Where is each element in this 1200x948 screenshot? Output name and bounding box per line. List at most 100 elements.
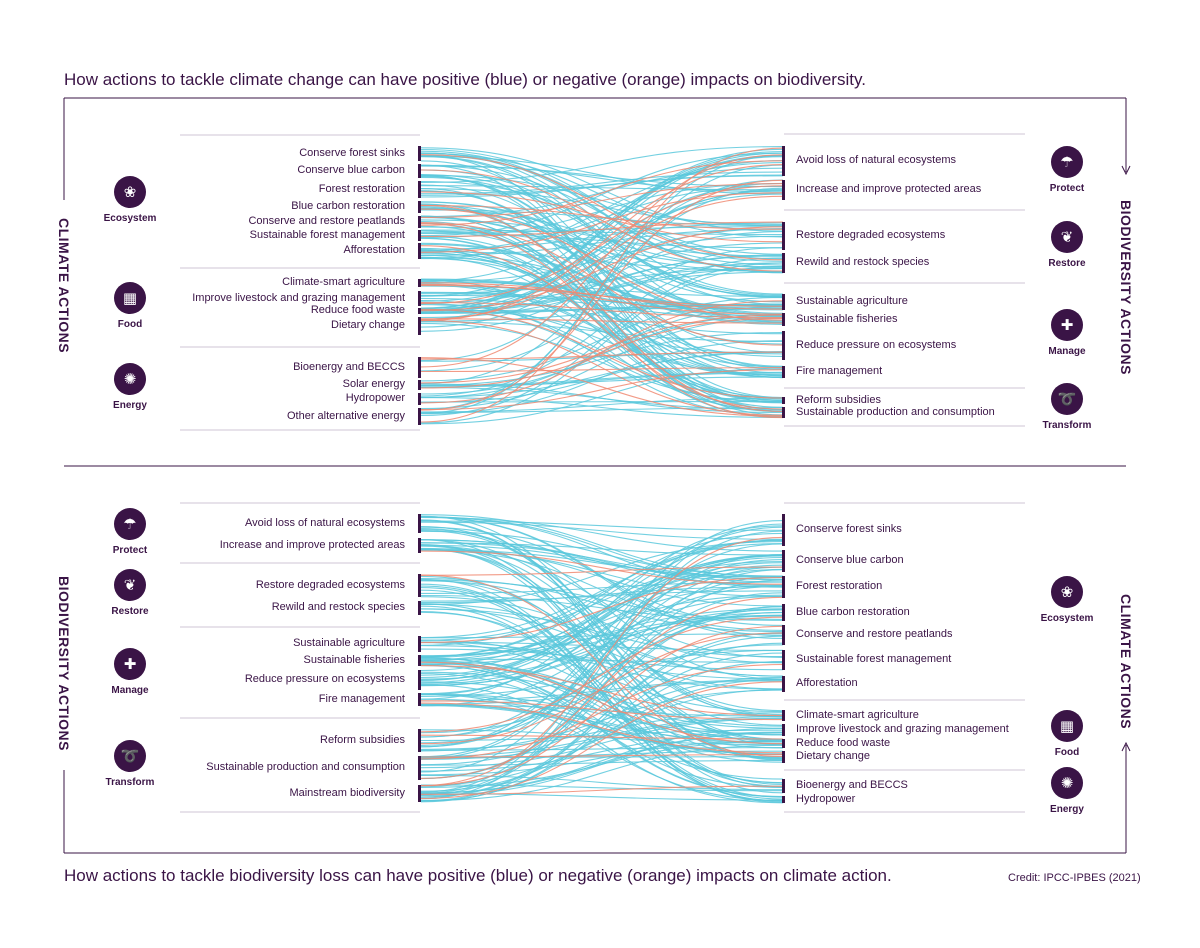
bottom-left-node-bar bbox=[418, 655, 421, 666]
bottom-left-node-bar bbox=[418, 601, 421, 615]
top-flows bbox=[420, 146, 784, 425]
restore-icon: ❦ bbox=[114, 569, 146, 601]
top-positive-flow bbox=[420, 229, 784, 236]
top-left-node-label-other-alternative-energy: Other alternative energy bbox=[286, 409, 405, 422]
bottom-right-node-label-conserve-and-restore-peatlands: Conserve and restore peatlands bbox=[796, 628, 953, 640]
bottom-positive-flow bbox=[420, 672, 784, 789]
bottom-right-node-label-improve-livestock-and-grazing-management: Improve livestock and grazing management bbox=[796, 723, 1009, 735]
category-label: Food bbox=[1054, 747, 1080, 758]
top-right-node-bar bbox=[782, 397, 785, 404]
ecosystem-icon: ❀ bbox=[114, 176, 146, 208]
top-negative-flow bbox=[420, 221, 784, 238]
category-food: ▦Food bbox=[90, 282, 170, 330]
top-negative-flow bbox=[420, 179, 784, 411]
top-positive-flow bbox=[420, 235, 784, 377]
top-right-node-bar bbox=[782, 253, 785, 273]
bottom-right-node-label-dietary-change: Dietary change bbox=[796, 750, 870, 762]
top-positive-flow bbox=[420, 156, 784, 323]
top-left-node-bar bbox=[418, 291, 421, 306]
top-left-node-label-climate-smart-agriculture: Climate-smart agriculture bbox=[282, 276, 405, 288]
top-positive-flow bbox=[420, 331, 784, 386]
category-label: Restore bbox=[111, 606, 149, 617]
energy-icon: ✺ bbox=[1051, 767, 1083, 799]
bottom-negative-flow bbox=[420, 663, 784, 760]
top-left-node-label-forest-restoration: Forest restoration bbox=[318, 182, 405, 195]
bottom-positive-flow bbox=[420, 612, 784, 680]
top-negative-flow bbox=[420, 245, 784, 410]
bottom-right-node-bar bbox=[782, 724, 785, 736]
bottom-left-node-label-reduce-pressure-on-ecosystems: Reduce pressure on ecosystems bbox=[244, 673, 405, 685]
category-protect: ☂Protect bbox=[90, 508, 170, 556]
top-left-node-label-improve-livestock-and-grazing-management: Improve livestock and grazing management bbox=[192, 291, 405, 304]
top-positive-flow bbox=[420, 174, 784, 404]
bottom-negative-flow bbox=[420, 550, 784, 585]
bottom-negative-flow bbox=[420, 616, 784, 733]
bottom-positive-flow bbox=[420, 718, 784, 769]
transform-icon: ➰ bbox=[114, 740, 146, 772]
bottom-right-node-bar bbox=[782, 576, 785, 598]
bottom-positive-flow bbox=[420, 539, 784, 712]
bottom-positive-flow bbox=[420, 608, 784, 661]
top-negative-flow bbox=[420, 169, 784, 272]
bottom-left-node-bar bbox=[418, 670, 421, 690]
top-positive-flow bbox=[420, 152, 784, 238]
bottom-right-node-bar bbox=[782, 796, 785, 803]
bottom-left-node-label-fire-management: Fire management bbox=[318, 692, 405, 705]
bottom-negative-flow bbox=[420, 702, 784, 754]
protect-icon: ☂ bbox=[1051, 146, 1083, 178]
protect-icon: ☂ bbox=[114, 508, 146, 540]
bottom-right-node-bar bbox=[782, 604, 785, 621]
category-label: Restore bbox=[1048, 258, 1086, 269]
top-positive-flow bbox=[420, 154, 784, 411]
top-left-node-bar bbox=[418, 243, 421, 259]
category-transform: ➰Transform bbox=[1027, 383, 1107, 431]
top-positive-flow bbox=[420, 304, 784, 376]
category-label: Protect bbox=[1049, 183, 1085, 194]
bottom-positive-flow bbox=[420, 579, 784, 726]
bottom-positive-flow bbox=[420, 516, 784, 639]
top-positive-flow bbox=[420, 231, 784, 332]
transform-icon: ➰ bbox=[1051, 383, 1083, 415]
category-restore: ❦Restore bbox=[1027, 221, 1107, 269]
bottom-positive-flow bbox=[420, 727, 784, 794]
top-positive-flow bbox=[420, 152, 784, 237]
top-positive-flow bbox=[420, 232, 784, 249]
top-positive-flow bbox=[420, 242, 784, 304]
bottom-right-node-label-conserve-blue-carbon: Conserve blue carbon bbox=[796, 554, 904, 566]
category-label: Ecosystem bbox=[1040, 613, 1094, 624]
bottom-positive-flow bbox=[420, 608, 784, 690]
bottom-negative-flow bbox=[420, 566, 784, 576]
top-left-node-bar bbox=[418, 380, 421, 390]
bottom-positive-flow bbox=[420, 530, 784, 577]
top-right-node-label-reform-subsidies: Reform subsidies bbox=[796, 393, 881, 406]
top-right-node-bar bbox=[782, 294, 785, 310]
top-positive-flow bbox=[420, 308, 784, 355]
top-negative-flow bbox=[420, 204, 784, 230]
top-left-node-bar bbox=[418, 164, 421, 178]
top-negative-flow bbox=[420, 357, 784, 417]
top-negative-flow bbox=[420, 226, 784, 312]
bottom-negative-flow bbox=[420, 536, 784, 787]
bottom-right-node-bar bbox=[782, 650, 785, 670]
bottom-right-node-bar bbox=[782, 625, 785, 645]
top-left-node-bar bbox=[418, 393, 421, 405]
top-positive-flow bbox=[420, 351, 784, 398]
top-negative-flow bbox=[420, 351, 784, 360]
category-label: Food bbox=[117, 319, 143, 330]
bottom-left-node-bar bbox=[418, 514, 421, 533]
ecosystem-icon: ❀ bbox=[1051, 576, 1083, 608]
bottom-left-node-bar bbox=[418, 785, 421, 802]
top-caption: How actions to tackle climate change can… bbox=[64, 70, 866, 89]
bottom-right-node-bar bbox=[782, 779, 785, 793]
top-left-node-bar bbox=[418, 308, 421, 314]
bottom-positive-flow bbox=[420, 542, 784, 556]
top-positive-flow bbox=[420, 397, 784, 413]
top-right-node-label-sustainable-production-and-consumption: Sustainable production and consumption bbox=[796, 405, 995, 418]
bottom-positive-flow bbox=[420, 608, 784, 658]
bottom-left-node-label-rewild-and-restock-species: Rewild and restock species bbox=[271, 601, 405, 613]
bottom-positive-flow bbox=[420, 544, 784, 580]
top-left-node-label-bioenergy-and-beccs: Bioenergy and BECCS bbox=[293, 360, 405, 373]
bottom-negative-flow bbox=[420, 661, 784, 745]
category-energy: ✺Energy bbox=[90, 363, 170, 411]
bottom-left-node-bar bbox=[418, 636, 421, 652]
